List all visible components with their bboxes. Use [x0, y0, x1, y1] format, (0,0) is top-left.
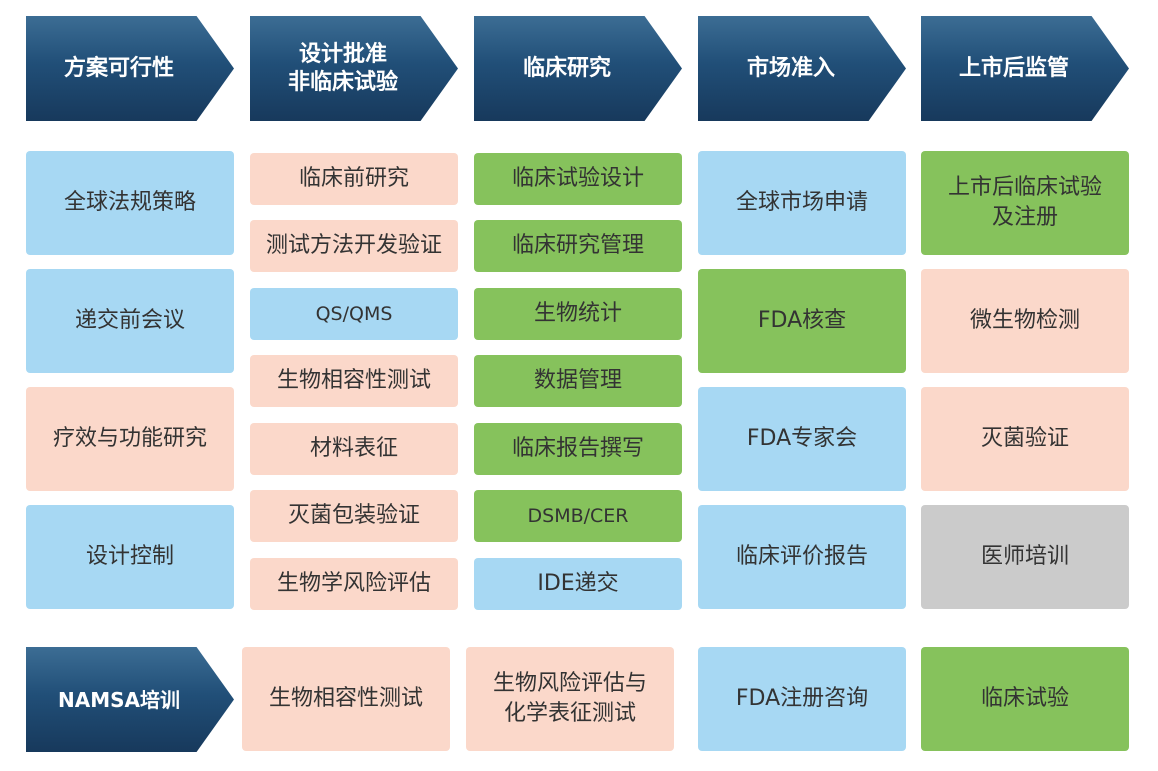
service-box: 上市后临床试验 及注册 [921, 151, 1129, 255]
training-box: FDA注册咨询 [698, 647, 906, 751]
service-box: 临床前研究 [250, 153, 458, 205]
service-box: 全球市场申请 [698, 151, 906, 255]
phase-header-market-access: 市场准入 [698, 16, 906, 121]
service-box: 材料表征 [250, 423, 458, 475]
phase-header-label: 设计批准 非临床试验 [287, 41, 398, 95]
service-box: 测试方法开发验证 [250, 220, 458, 272]
phase-header-label: 市场准入 [746, 55, 835, 81]
service-box: 临床报告撰写 [474, 423, 682, 475]
phase-header-label: 临床研究 [522, 55, 611, 81]
service-box: 全球法规策略 [26, 151, 234, 255]
service-box: IDE递交 [474, 558, 682, 610]
service-box: 灭菌验证 [921, 387, 1129, 491]
training-header-label: NAMSA培训 [57, 687, 180, 712]
phase-header-design-approval: 设计批准 非临床试验 [250, 16, 458, 121]
service-box: FDA专家会 [698, 387, 906, 491]
training-box: 生物相容性测试 [242, 647, 450, 751]
training-box: 生物风险评估与 化学表征测试 [466, 647, 674, 751]
service-box: 生物学风险评估 [250, 558, 458, 610]
phase-header-feasibility: 方案可行性 [26, 16, 234, 121]
service-box: 微生物检测 [921, 269, 1129, 373]
service-box: 数据管理 [474, 355, 682, 407]
service-box: 生物统计 [474, 288, 682, 340]
service-box: 临床研究管理 [474, 220, 682, 272]
phase-header-post-market: 上市后监管 [921, 16, 1129, 121]
service-box: 疗效与功能研究 [26, 387, 234, 491]
service-box: 临床试验设计 [474, 153, 682, 205]
service-box: QS/QMS [250, 288, 458, 340]
service-box: 递交前会议 [26, 269, 234, 373]
service-box: DSMB/CER [474, 490, 682, 542]
training-header: NAMSA培训 [26, 647, 234, 752]
service-box: 生物相容性测试 [250, 355, 458, 407]
phase-header-clinical-research: 临床研究 [474, 16, 682, 121]
service-box: 设计控制 [26, 505, 234, 609]
service-box: 医师培训 [921, 505, 1129, 609]
service-box: 灭菌包装验证 [250, 490, 458, 542]
service-box: FDA核查 [698, 269, 906, 373]
service-box: 临床评价报告 [698, 505, 906, 609]
phase-header-label: 方案可行性 [63, 55, 174, 81]
phase-header-label: 上市后监管 [958, 55, 1069, 81]
training-box: 临床试验 [921, 647, 1129, 751]
